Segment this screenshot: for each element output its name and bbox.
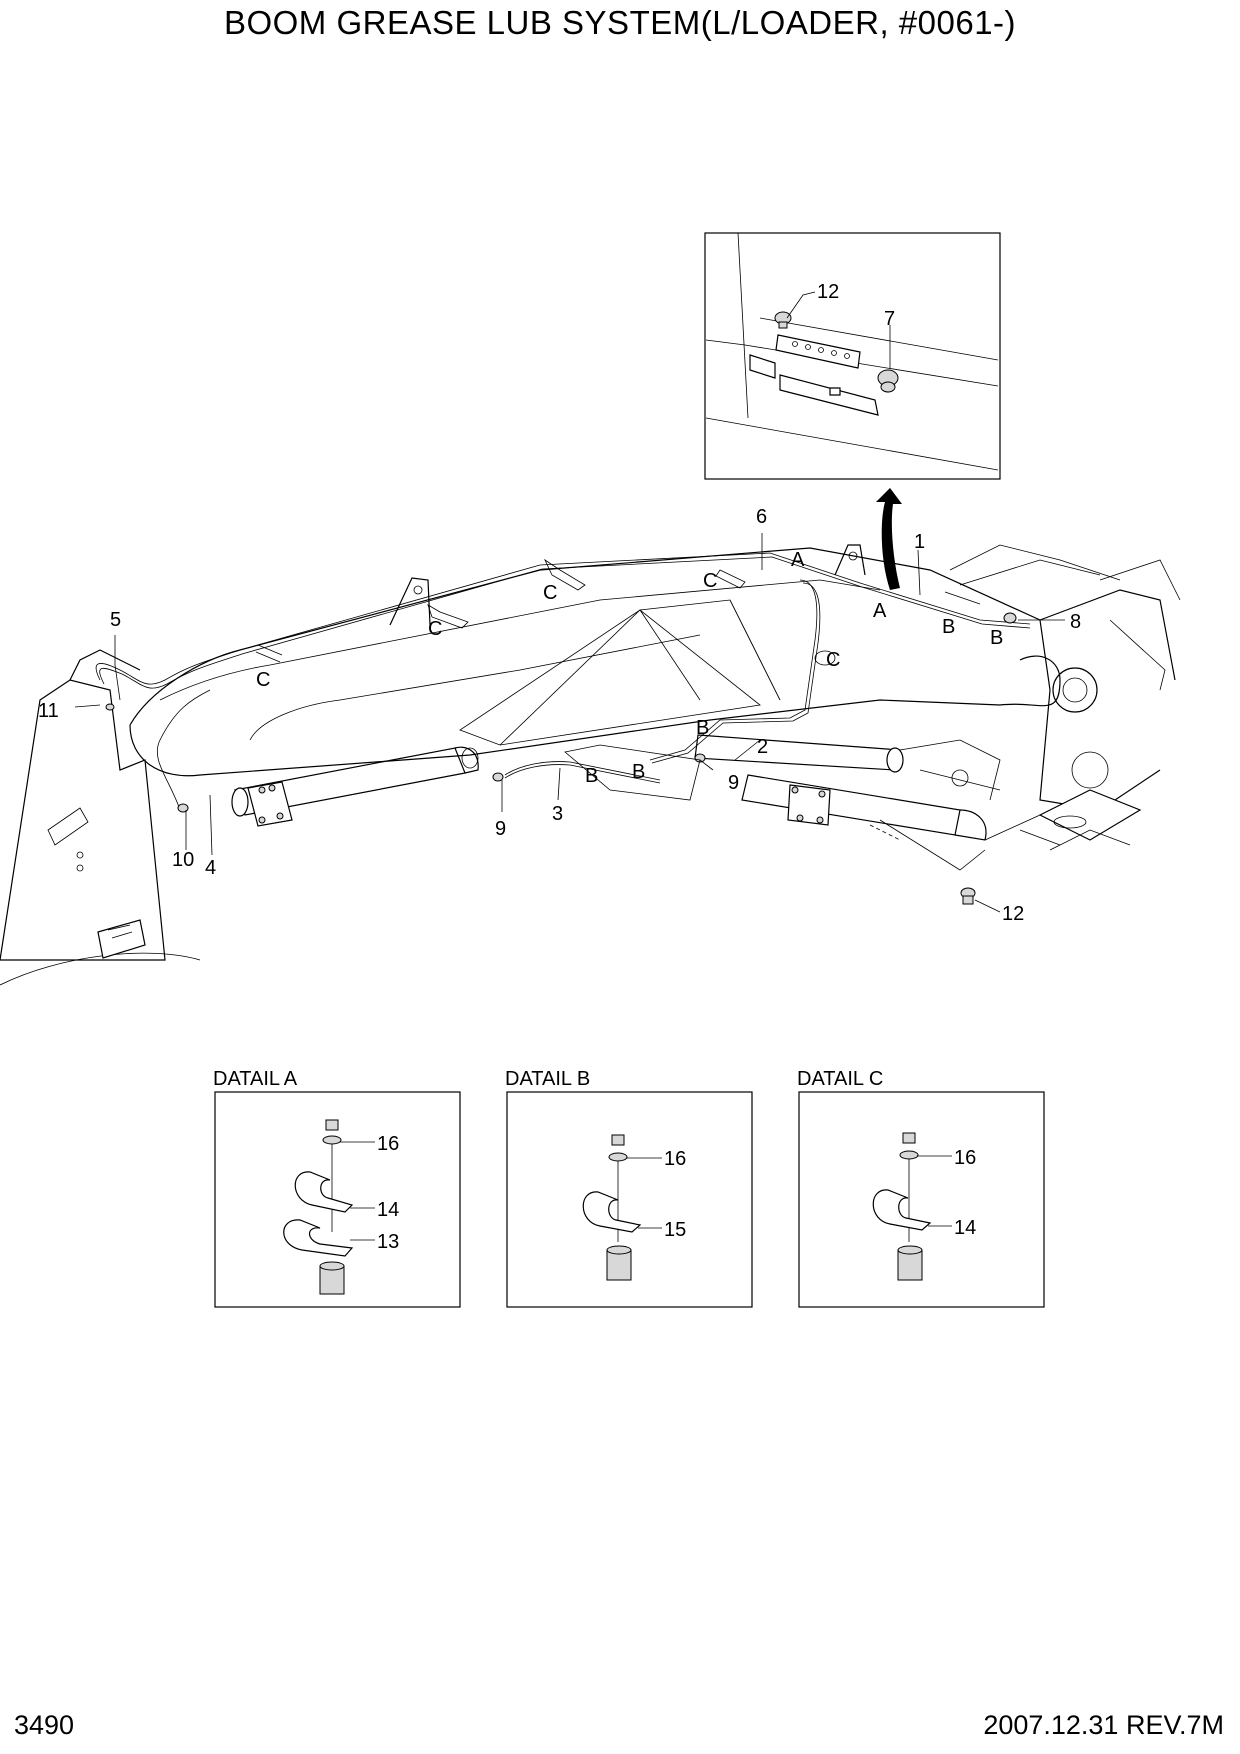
ref-letter-c: C [826,649,840,671]
bolt-icon [322,1119,342,1232]
inset-detail: 12 7 [704,232,1001,480]
callout-12-inset: 12 [817,281,839,303]
page-number: 3490 [14,1710,75,1740]
callout-10: 10 [172,849,194,871]
detail-a-part-16: 16 [377,1133,399,1155]
spacer-icon [897,1245,923,1281]
leader-lines [74,533,1065,856]
detail-b-title: DATAIL B [505,1068,590,1090]
page-title: BOOM GREASE LUB SYSTEM(L/LOADER, #0061-) [223,4,1017,41]
ref-letter-c: C [703,570,717,592]
detail-a: DATAIL A 16 14 13 [213,1068,461,1308]
detail-a-part-14: 14 [377,1199,399,1221]
spacer-icon [319,1261,345,1295]
ref-letter-c: C [256,669,270,691]
grease-nipple-icon [774,311,792,329]
callout-6: 6 [756,506,767,528]
ref-letter-b: B [632,761,645,783]
detail-c-part-16: 16 [954,1147,976,1169]
callout-1: 1 [914,531,925,553]
ref-letter-b: B [942,616,955,638]
arrow-up-icon [876,488,902,590]
detail-b-part-15: 15 [664,1219,686,1241]
callout-9a: 9 [495,818,506,840]
detail-c-part-14: 14 [954,1217,976,1239]
revision-date: 2007.12.31 REV.7M [983,1710,1224,1740]
detail-c: DATAIL C 16 14 [797,1068,1045,1308]
callout-5: 5 [110,609,121,631]
callout-12: 12 [1002,903,1024,925]
ref-letter-a: A [791,549,805,571]
callout-4: 4 [205,857,216,879]
ref-letter-b: B [696,717,709,739]
ref-letter-b: B [585,765,598,787]
detail-c-title: DATAIL C [797,1068,883,1090]
callout-9b: 9 [728,772,739,794]
callout-7-inset: 7 [884,308,895,330]
ref-letter-a: A [873,600,887,622]
ref-letter-c: C [428,618,442,640]
callout-8: 8 [1070,611,1081,633]
ref-letter-b: B [990,627,1003,649]
grease-nipple-icon [960,887,976,905]
detail-b: DATAIL B 16 15 [505,1068,753,1308]
detail-a-part-13: 13 [377,1231,399,1253]
callout-11: 11 [38,700,59,722]
ref-letter-c: C [543,582,557,604]
spacer-icon [606,1245,632,1281]
callout-3: 3 [552,803,563,825]
fitting-icon [877,369,899,393]
pipe-clamp-icon [582,1191,642,1233]
pipe-clamp-icon [283,1171,354,1257]
pipe-clamp-icon [872,1189,932,1231]
boom-assembly [0,544,1181,986]
detail-b-part-16: 16 [664,1148,686,1170]
callout-2: 2 [757,736,768,758]
detail-a-title: DATAIL A [213,1068,298,1090]
